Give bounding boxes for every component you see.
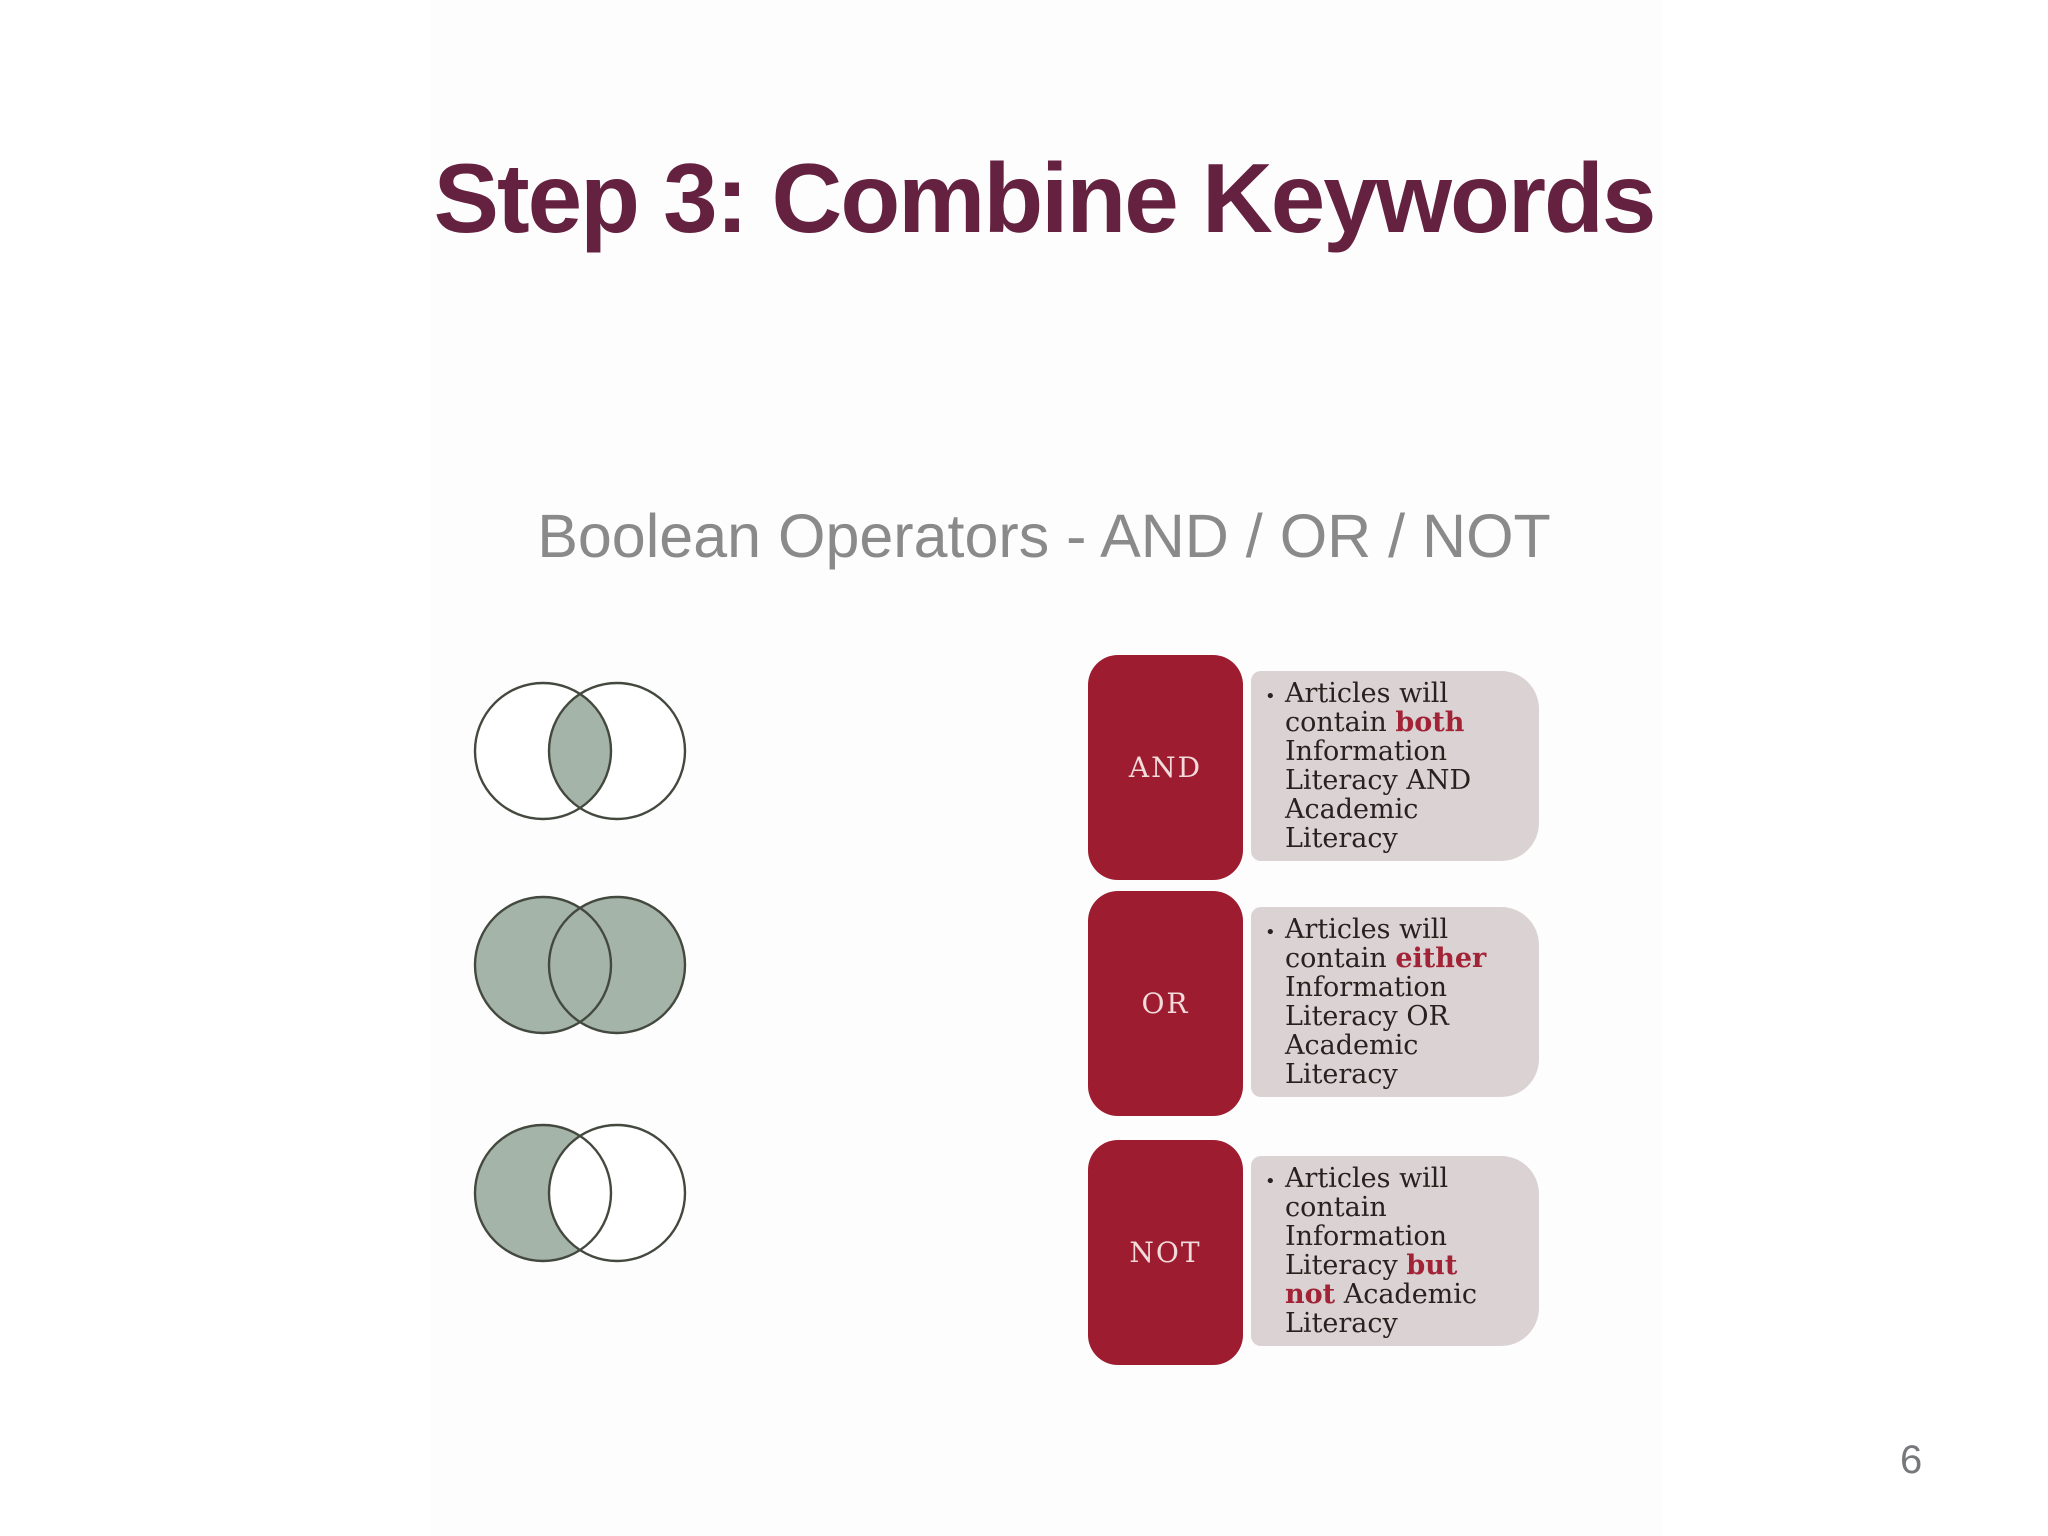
venn-diagram-or [473,895,687,1035]
operator-label-box-not: NOT [1088,1140,1243,1365]
venn-or-left-circle [473,895,613,1035]
venn-diagram-and [473,681,687,821]
operator-row-not: NOT • Articles will contain Information … [1088,1140,1539,1365]
operator-label-and: AND [1128,751,1203,784]
bullet-marker: • [1265,1170,1276,1192]
venn-or-right-circle-fill [549,897,685,1033]
operator-row-or: OR • Articles will contain either Inform… [1088,891,1539,1116]
callout-text-highlight: either [1395,942,1487,974]
operator-label-box-and: AND [1088,655,1243,880]
operator-label-or: OR [1141,987,1190,1020]
operator-label-not: NOT [1129,1236,1202,1269]
operator-callout-not: • Articles will contain Information Lite… [1251,1156,1539,1346]
venn-and-left-circle [473,681,613,821]
venn-not-left-circle [473,1123,613,1263]
page-number: 6 [1900,1438,1923,1482]
venn-not-right-circle [547,1123,687,1263]
venn-and-right-circle [547,681,687,821]
bullet-marker: • [1265,685,1276,707]
venn-or-right-circle [547,895,687,1035]
callout-text-segment: Academic Literacy [1285,1279,1478,1340]
callout-text-and: Articles will contain both Information L… [1285,677,1525,855]
callout-text-segment: Articles will contain Information Litera… [1285,1162,1449,1281]
callout-text-or: Articles will contain either Information… [1285,913,1505,1091]
venn-not-right-circle-fill [549,1125,685,1261]
callout-text-highlight: both [1395,706,1465,738]
operator-label-box-or: OR [1088,891,1243,1116]
operator-callout-and: • Articles will contain both Information… [1251,671,1539,861]
callout-text-segment: Information Literacy OR Academic Literac… [1285,971,1449,1091]
callout-text-segment: Information Literacy AND Academic Litera… [1285,735,1472,855]
callout-text-not: Articles will contain Information Litera… [1285,1162,1505,1340]
slide-subtitle: Boolean Operators - AND / OR / NOT [537,502,1551,570]
venn-diagram-not [473,1123,687,1263]
operator-callout-or: • Articles will contain either Informati… [1251,907,1539,1097]
operator-row-and: AND • Articles will contain both Informa… [1088,655,1539,880]
callout-text-segment: Articles will contain [1285,677,1449,738]
venn-and-intersection [549,683,611,819]
callout-text-highlight: but not [1285,1250,1458,1311]
callout-text-segment: Articles will contain [1285,913,1449,974]
bullet-marker: • [1265,921,1276,943]
slide-title: Step 3: Combine Keywords [433,143,1657,253]
